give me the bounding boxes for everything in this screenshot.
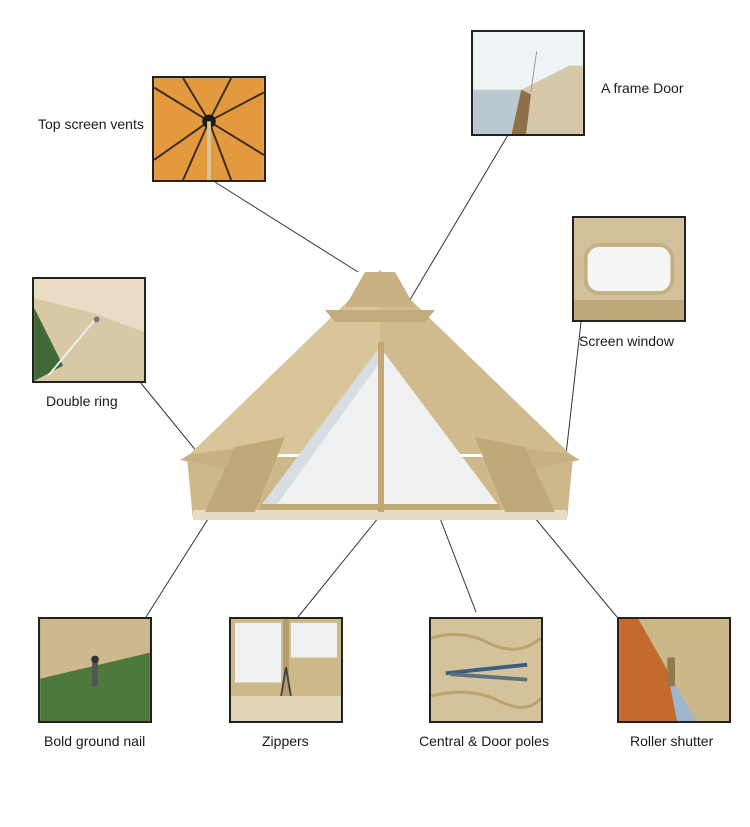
roller-shutter-photo [617,617,731,723]
bold-ground-nail-photo [38,617,152,723]
leader-a-frame-door [391,134,509,331]
screen-window-label: Screen window [579,333,674,349]
a-frame-door-label: A frame Door [601,80,684,96]
leader-zippers [297,511,384,618]
screen-window-photo [572,216,686,322]
a-frame-door-photo [471,30,585,136]
double-ring-photo [32,277,146,383]
roller-shutter-label: Roller shutter [630,733,714,749]
top-screen-vents-label: Top screen vents [38,116,144,132]
leader-top-vents [214,181,359,273]
zippers-label: Zippers [262,733,309,749]
bell-tent-image [180,270,580,520]
top-screen-vents-photo [152,76,266,182]
bold-ground-nail-label: Bold ground nail [44,733,146,749]
central-door-poles-label: Central & Door poles [419,733,549,749]
zippers-photo [229,617,343,723]
central-door-poles-photo [429,617,543,723]
double-ring-label: Double ring [46,393,118,409]
